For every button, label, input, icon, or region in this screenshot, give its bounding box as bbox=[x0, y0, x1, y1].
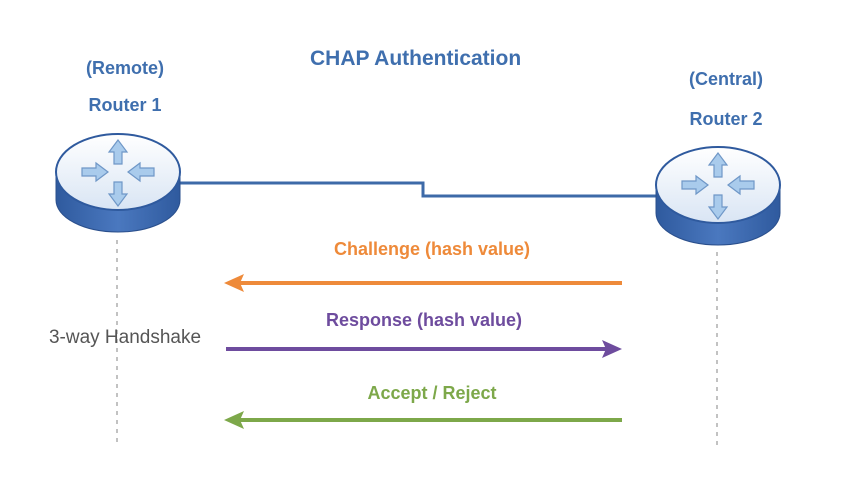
router1-icon bbox=[55, 133, 181, 233]
accept-reject-arrow bbox=[224, 411, 622, 429]
diagram-title: CHAP Authentication bbox=[310, 47, 522, 70]
router1-name: Router 1 bbox=[88, 95, 162, 115]
router2-role: (Central) bbox=[688, 69, 763, 89]
challenge-arrow bbox=[224, 274, 622, 292]
accept-reject-label: Accept / Reject bbox=[367, 383, 497, 403]
router2-name: Router 2 bbox=[689, 109, 763, 129]
response-label: Response (hash value) bbox=[325, 310, 523, 330]
link-line bbox=[180, 181, 665, 198]
challenge-label: Challenge (hash value) bbox=[333, 239, 531, 259]
router2-icon bbox=[655, 146, 781, 246]
handshake-label: 3-way Handshake bbox=[48, 327, 202, 348]
router1-role: (Remote) bbox=[85, 58, 164, 78]
response-arrow bbox=[226, 340, 622, 358]
